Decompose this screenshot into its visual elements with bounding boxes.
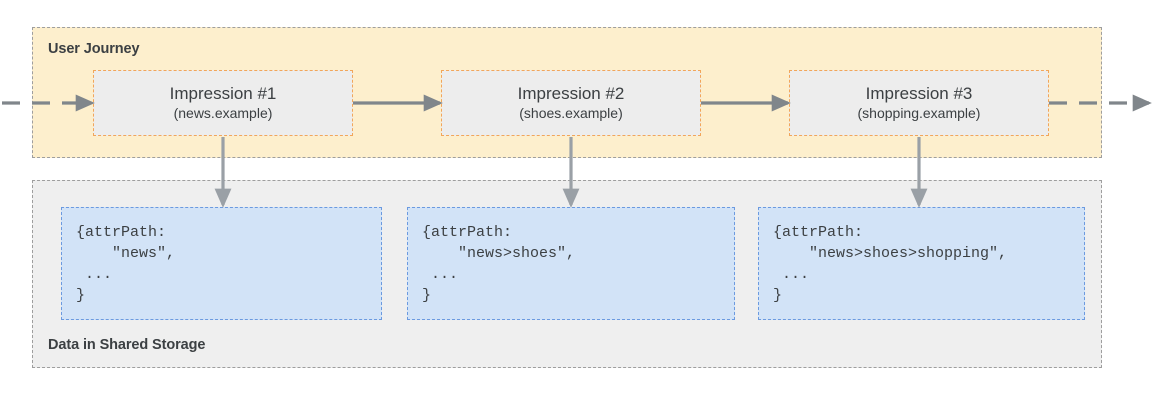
- impression-site-3: (shopping.example): [857, 105, 981, 121]
- shared-storage-entry-2[interactable]: {attrPath: "news>shoes", ... }: [407, 207, 735, 320]
- impression-box-3[interactable]: Impression #3 (shopping.example): [789, 70, 1049, 136]
- user-journey-label: User Journey: [48, 41, 140, 57]
- impression-title-3: Impression #3: [865, 84, 973, 103]
- impression-site-1: (news.example): [173, 105, 273, 121]
- attrpath-code-1: {attrPath: "news", ... }: [76, 224, 176, 304]
- impression-title-1: Impression #1: [169, 84, 277, 103]
- shared-storage-entry-3[interactable]: {attrPath: "news>shoes>shopping", ... }: [758, 207, 1085, 320]
- impression-title-2: Impression #2: [517, 84, 625, 103]
- impression-site-2: (shoes.example): [519, 105, 623, 121]
- shared-storage-label: Data in Shared Storage: [48, 337, 206, 353]
- attrpath-code-2: {attrPath: "news>shoes", ... }: [422, 224, 576, 304]
- impression-box-1[interactable]: Impression #1 (news.example): [93, 70, 353, 136]
- shared-storage-entry-1[interactable]: {attrPath: "news", ... }: [61, 207, 382, 320]
- impression-box-2[interactable]: Impression #2 (shoes.example): [441, 70, 701, 136]
- attrpath-code-3: {attrPath: "news>shoes>shopping", ... }: [773, 224, 1008, 304]
